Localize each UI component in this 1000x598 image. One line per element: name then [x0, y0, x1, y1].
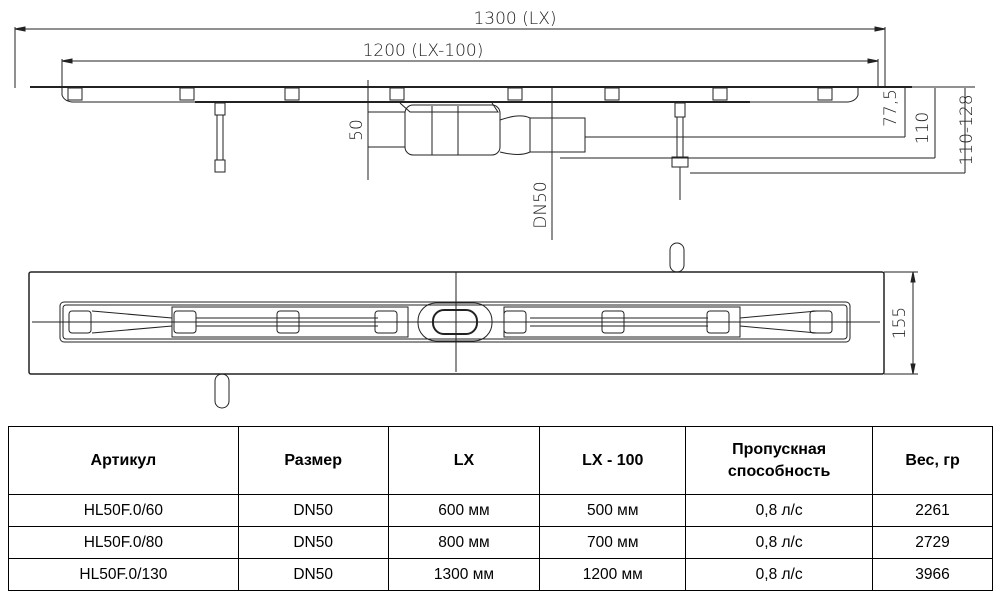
table-row: HL50F.0/80 DN50 800 мм 700 мм 0,8 л/с 27…	[8, 526, 993, 559]
dim-outlet-dn: DN50	[531, 181, 551, 228]
dim-depth-2: 110	[913, 112, 933, 144]
cell-article: HL50F.0/130	[8, 558, 239, 591]
support-clips	[67, 87, 833, 101]
leveling-foot-right	[671, 102, 689, 200]
cell-lx: 600 мм	[387, 494, 541, 527]
siphon	[399, 102, 586, 156]
product-table: Артикул Размер LX LX - 100 Пропускная сп…	[8, 426, 993, 591]
cell-size: DN50	[237, 526, 389, 559]
header-weight: Вес, гр	[872, 426, 993, 495]
header-size: Размер	[237, 426, 389, 495]
foot-tab-top	[669, 242, 685, 273]
cell-article: HL50F.0/80	[8, 526, 239, 559]
header-article: Артикул	[8, 426, 239, 495]
cell-weight: 2729	[872, 526, 993, 559]
cell-lx: 800 мм	[387, 526, 541, 559]
cell-article: HL50F.0/60	[8, 494, 239, 527]
cell-size: DN50	[237, 494, 389, 527]
dim-total-length: 1300 (LX)	[473, 9, 556, 29]
dim-width: 155	[890, 307, 910, 339]
mounting-pads	[68, 310, 833, 334]
side-view: 1300 (LX) 1200 (LX-100)	[14, 9, 977, 240]
drain-outlet	[417, 302, 493, 342]
cell-lx-100: 700 мм	[539, 526, 687, 559]
header-capacity: Пропускная способность	[685, 426, 874, 495]
dim-inner-length: 1200 (LX-100)	[363, 41, 484, 61]
dim-depth-3: 110-128	[957, 94, 977, 165]
cell-lx: 1300 мм	[387, 558, 541, 591]
cell-size: DN50	[237, 558, 389, 591]
top-view: 155	[28, 242, 918, 409]
table-header-row: Артикул Размер LX LX - 100 Пропускная сп…	[8, 426, 993, 495]
foot-tab-bottom	[214, 373, 230, 409]
cell-capacity: 0,8 л/с	[685, 558, 874, 591]
cell-capacity: 0,8 л/с	[685, 494, 874, 527]
cell-lx-100: 1200 мм	[539, 558, 687, 591]
cell-weight: 3966	[872, 558, 993, 591]
cell-lx-100: 500 мм	[539, 494, 687, 527]
dim-outlet-height: 50	[347, 119, 367, 141]
cell-capacity: 0,8 л/с	[685, 526, 874, 559]
table-row: HL50F.0/130 DN50 1300 мм 1200 мм 0,8 л/с…	[8, 558, 993, 591]
leveling-foot-left	[214, 102, 226, 173]
header-lx-100: LX - 100	[539, 426, 687, 495]
dim-depth-1: 77,5	[881, 89, 901, 127]
header-lx: LX	[387, 426, 541, 495]
table-row: HL50F.0/60 DN50 600 мм 500 мм 0,8 л/с 22…	[8, 494, 993, 527]
technical-drawing: 1300 (LX) 1200 (LX-100)	[14, 9, 977, 409]
cell-weight: 2261	[872, 494, 993, 527]
